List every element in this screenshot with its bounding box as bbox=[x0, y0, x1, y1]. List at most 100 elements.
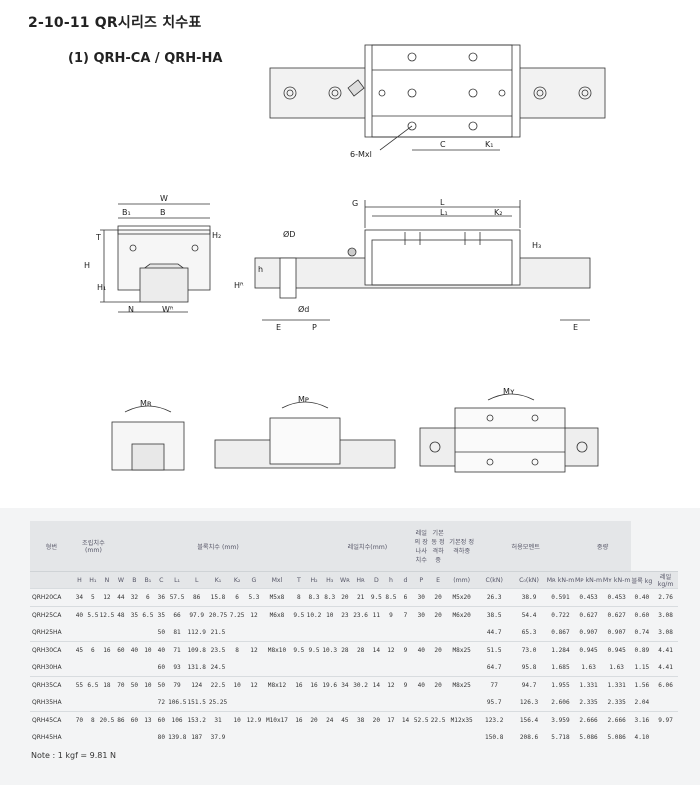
table-cell: 12 bbox=[383, 676, 399, 694]
table-cell: 80 bbox=[157, 734, 166, 741]
table-cell bbox=[306, 729, 322, 746]
table-cell: 28 bbox=[337, 641, 353, 659]
table-cell: 94.7 bbox=[511, 676, 547, 694]
table-cell: 25.25 bbox=[208, 699, 228, 706]
table-cell bbox=[229, 659, 246, 677]
table-cell bbox=[398, 694, 413, 712]
table-cell: 0.907 bbox=[579, 629, 598, 636]
table-cell: 10.3 bbox=[321, 641, 338, 659]
table-cell: 38 bbox=[352, 711, 370, 729]
label-my: Mʏ bbox=[503, 387, 515, 396]
table-cell bbox=[262, 694, 291, 712]
header-col-24: (mm) bbox=[446, 571, 477, 589]
table-cell: 73.0 bbox=[511, 641, 547, 659]
table-cell: 112.9 bbox=[187, 629, 206, 636]
table-cell: 123.2 bbox=[476, 711, 512, 729]
table-cell bbox=[262, 624, 291, 642]
table-cell: 7 bbox=[398, 606, 413, 624]
table-cell bbox=[100, 729, 115, 746]
label-h-small: h bbox=[258, 265, 263, 274]
table-cell: 2.335 bbox=[579, 699, 598, 706]
table-cell: 50 bbox=[157, 629, 166, 636]
table-cell: 30.2 bbox=[352, 676, 370, 694]
header-col-16: H₃ bbox=[321, 571, 338, 589]
table-cell: 55 bbox=[72, 676, 87, 694]
label-mr: Mʀ bbox=[140, 399, 152, 408]
table-cell: 5.3 bbox=[245, 588, 263, 607]
table-cell: 38.9 bbox=[511, 588, 547, 607]
label-hr: Hᴿ bbox=[234, 281, 244, 290]
table-cell: 51.5 bbox=[476, 641, 512, 659]
label-p: P bbox=[312, 323, 317, 332]
model-cell: QRH35CA bbox=[30, 676, 73, 694]
table-cell: 6 bbox=[86, 641, 100, 659]
table-cell bbox=[369, 659, 384, 677]
header-group-6: 기본정 정격하중 bbox=[446, 521, 477, 572]
table-cell: 4.10 bbox=[634, 734, 650, 741]
table-cell: 0.627 bbox=[574, 606, 603, 624]
table-cell: 60 bbox=[157, 664, 166, 671]
table-cell: 34 bbox=[337, 676, 353, 694]
table-cell bbox=[430, 694, 447, 712]
label-l: L bbox=[440, 198, 445, 207]
table-cell: 1.15 bbox=[634, 664, 650, 671]
table-cell: 153.2 bbox=[186, 711, 208, 729]
table-cell bbox=[322, 694, 338, 712]
header-col-21: d bbox=[398, 571, 413, 589]
table-cell bbox=[100, 624, 115, 642]
table-cell bbox=[86, 694, 99, 712]
table-cell bbox=[229, 729, 246, 746]
table-cell: 106 bbox=[168, 711, 187, 729]
label-mp: Mᴘ bbox=[298, 395, 309, 404]
table-cell bbox=[73, 624, 86, 642]
table-cell bbox=[100, 659, 115, 677]
table-cell: 3.08 bbox=[653, 606, 678, 624]
table-cell bbox=[338, 659, 353, 677]
header-col-6: B₁ bbox=[141, 571, 155, 589]
table-cell: 5.718 bbox=[551, 734, 570, 741]
table-cell bbox=[141, 659, 154, 677]
model-cell: QRH25HA bbox=[32, 629, 62, 636]
table-cell: 20.75 bbox=[207, 606, 229, 624]
table-cell: 40 bbox=[72, 606, 87, 624]
table-cell: 6.5 bbox=[141, 606, 155, 624]
table-cell bbox=[128, 659, 141, 677]
table-cell: 16 bbox=[291, 711, 307, 729]
header-col-18: Hʀ bbox=[352, 571, 370, 589]
table-cell bbox=[413, 624, 430, 642]
table-cell: 5 bbox=[86, 588, 100, 607]
table-cell: 5.086 bbox=[607, 734, 626, 741]
dimension-drawings: 6-Mxl C K₁ W B₁ B T H₂ H H₁ N Wᴿ ØD h Hᴿ… bbox=[84, 44, 606, 473]
table-cell: 30 bbox=[412, 606, 430, 624]
table-cell: 20 bbox=[306, 711, 322, 729]
table-cell: 150.8 bbox=[485, 734, 504, 741]
table-cell: 9.5 bbox=[369, 588, 384, 607]
table-cell bbox=[352, 694, 369, 712]
section-subtitle: (1) QRH-CA / QRH-HA bbox=[68, 51, 223, 66]
table-cell bbox=[128, 694, 141, 712]
table-cell: 9.5 bbox=[291, 606, 307, 624]
table-cell: 124 bbox=[186, 676, 208, 694]
table-cell: 20.5 bbox=[99, 711, 115, 729]
table-cell: 70 bbox=[72, 711, 87, 729]
table-cell: 3.959 bbox=[546, 711, 575, 729]
table-cell: 106.5 bbox=[168, 699, 187, 706]
table-cell: 126.3 bbox=[519, 699, 539, 706]
table-cell: 50 bbox=[127, 676, 142, 694]
table-cell: 2.335 bbox=[607, 699, 626, 706]
table-cell: 1.56 bbox=[630, 676, 654, 694]
table-cell bbox=[398, 729, 413, 746]
label-od: ØD bbox=[283, 229, 295, 239]
table-cell: 52.5 bbox=[412, 711, 430, 729]
table-cell: 70 bbox=[114, 676, 128, 694]
table-cell: 48 bbox=[114, 606, 128, 624]
table-cell: 86 bbox=[114, 711, 128, 729]
table-cell: 8 bbox=[86, 711, 100, 729]
table-cell: 50 bbox=[154, 676, 169, 694]
table-cell: 26.3 bbox=[476, 588, 512, 607]
